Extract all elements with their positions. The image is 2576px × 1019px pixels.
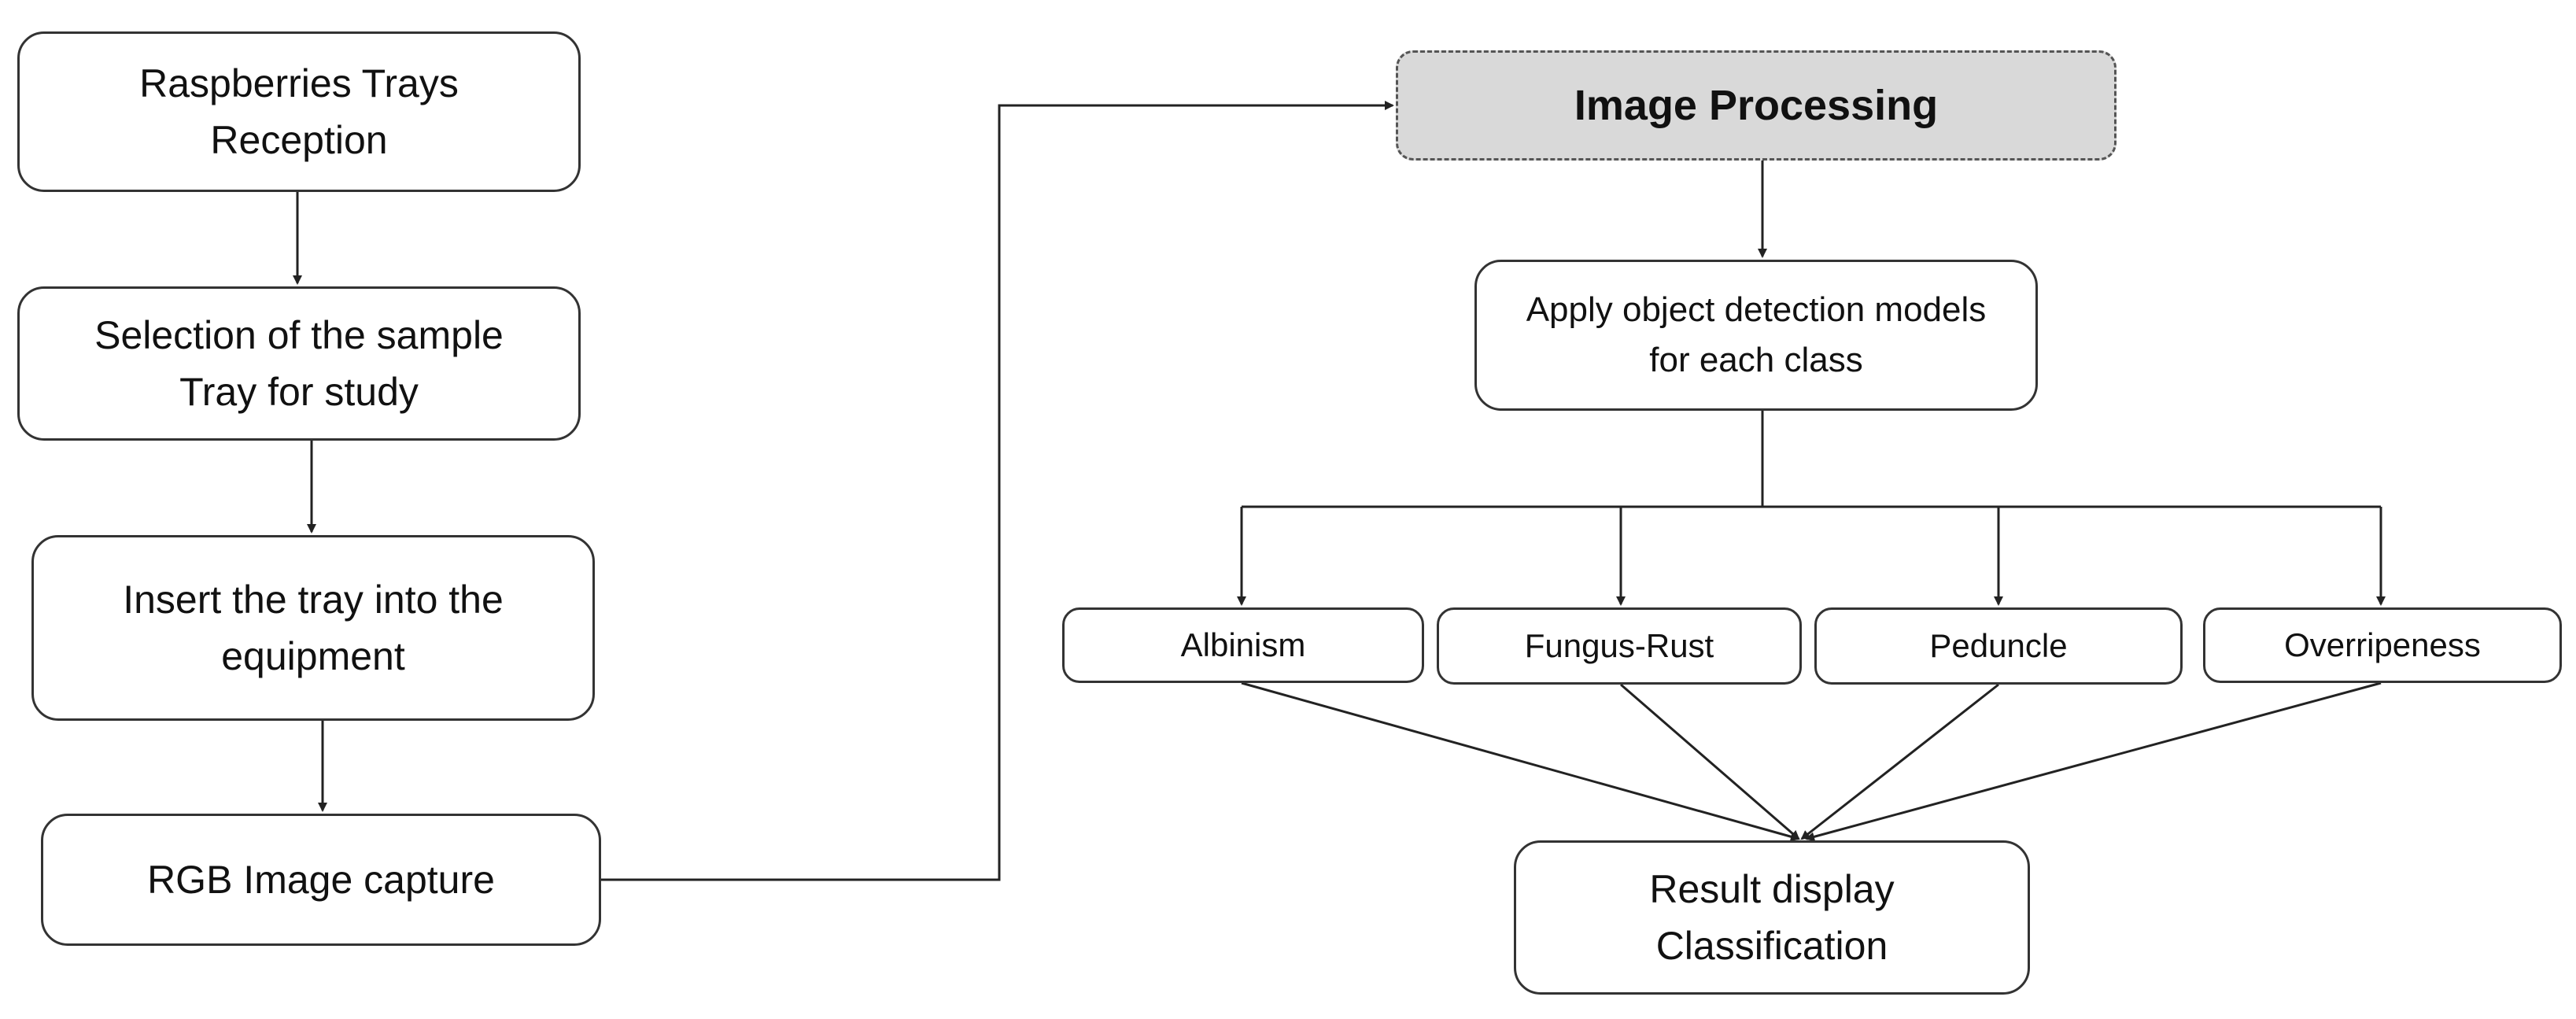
detection-box: Apply object detection models for each c… xyxy=(1474,260,2038,411)
arrow-albinism-to-result xyxy=(1241,681,1800,842)
result-label: Result display Classification xyxy=(1649,861,1894,975)
class-label-peduncle: Peduncle xyxy=(1929,626,2068,664)
result-line-1: Result display xyxy=(1649,866,1895,911)
arrow-capture-to-image-processing xyxy=(600,101,1394,881)
image-processing-title: Image Processing xyxy=(1574,81,1939,129)
class-label-fungus-rust: Fungus-Rust xyxy=(1524,626,1714,664)
class-box-albinism: Albinism xyxy=(1062,607,1424,683)
reception-box: Raspberries Trays Reception xyxy=(17,31,581,192)
detection-line-2: for each class xyxy=(1649,341,1863,379)
result-line-2: Classification xyxy=(1655,924,1888,968)
insert-label: Insert the tray into the equipment xyxy=(123,571,504,685)
selection-box: Selection of the sample Tray for study xyxy=(17,286,581,441)
capture-line-1: RGB Image capture xyxy=(147,857,495,902)
insert-box: Insert the tray into the equipment xyxy=(31,535,595,721)
selection-label: Selection of the sample Tray for study xyxy=(94,307,504,421)
capture-label: RGB Image capture xyxy=(147,851,495,909)
image-processing-header: Image Processing xyxy=(1396,50,2117,161)
class-box-peduncle: Peduncle xyxy=(1814,607,2183,685)
class-label-overripeness: Overripeness xyxy=(2284,626,2481,663)
reception-line-1: Raspberries Trays xyxy=(139,61,459,105)
reception-label: Raspberries Trays Reception xyxy=(139,55,459,169)
selection-line-1: Selection of the sample xyxy=(94,312,504,357)
arrow-fungus-rust-to-result xyxy=(1620,683,1800,840)
detection-label: Apply object detection models for each c… xyxy=(1526,285,1987,386)
result-box: Result display Classification xyxy=(1514,840,2030,995)
capture-box: RGB Image capture xyxy=(41,814,601,946)
class-box-overripeness: Overripeness xyxy=(2203,607,2562,683)
class-box-fungus-rust: Fungus-Rust xyxy=(1437,607,1802,685)
arrow-overripeness-to-result xyxy=(1805,681,2382,842)
insert-line-2: equipment xyxy=(221,634,405,678)
reception-line-2: Reception xyxy=(210,118,388,162)
selection-line-2: Tray for study xyxy=(179,370,419,414)
insert-line-1: Insert the tray into the xyxy=(123,577,504,622)
detection-line-1: Apply object detection models xyxy=(1526,290,1987,330)
class-label-albinism: Albinism xyxy=(1180,626,1306,663)
arrow-peduncle-to-result xyxy=(1800,683,1999,840)
